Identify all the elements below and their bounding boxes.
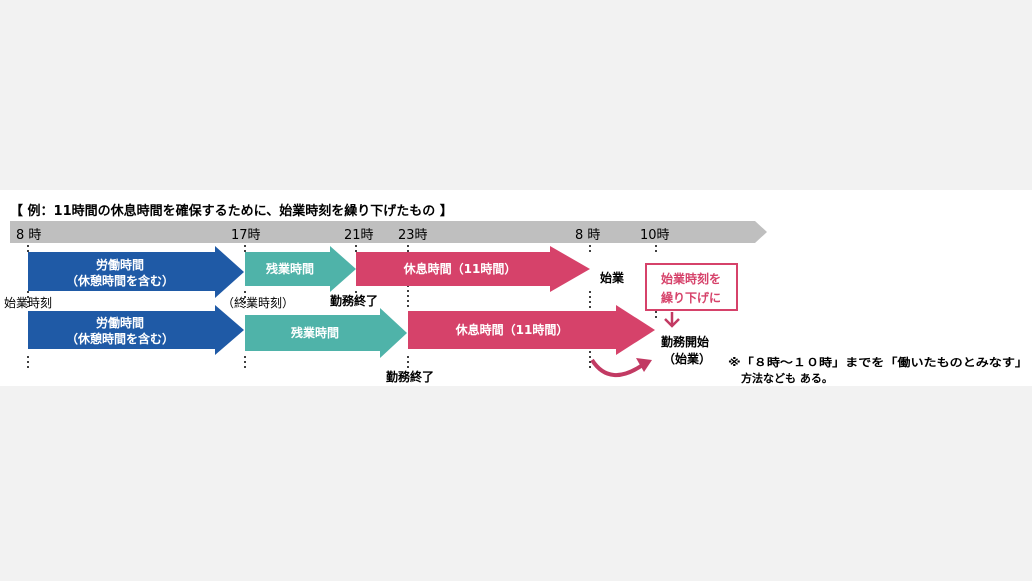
- timeline-bar: [10, 221, 767, 243]
- shift-curve-arrowhead-icon: [636, 358, 652, 372]
- work-begin-paren-label: （始業）: [663, 351, 711, 366]
- row1-start-label: 始業: [600, 270, 625, 285]
- row1-work-end-label: 勤務終了: [330, 293, 378, 308]
- tick-21: 21時: [344, 228, 374, 243]
- row2-overtime-label: 残業時間: [291, 325, 339, 340]
- row1-labor-label-2: （休憩時間を含む）: [66, 273, 174, 288]
- tick-8: 8 時: [16, 228, 41, 243]
- row1-labor-label-1: 労働時間: [96, 257, 144, 272]
- row1-overtime-arrow: [245, 246, 356, 292]
- row2-rest-label: 休息時間（11時間）: [455, 322, 569, 337]
- row2-work-end-label: 勤務終了: [386, 369, 434, 384]
- tick-23: 23時: [398, 228, 428, 243]
- row2-labor-label-2: （休憩時間を含む）: [66, 331, 174, 346]
- row1-overtime-label: 残業時間: [266, 261, 314, 276]
- row2-overtime-arrow: [245, 308, 407, 358]
- callout-line-1: 始業時刻を: [661, 271, 721, 286]
- shift-curve-arrow-icon: [590, 358, 646, 378]
- work-begin-label: 勤務開始: [661, 334, 709, 349]
- row2-labor-arrow: [28, 305, 244, 355]
- tick-17: 17時: [231, 228, 261, 243]
- work-start-time-label: 始業時刻: [4, 296, 52, 310]
- row2-labor-label-1: 労働時間: [96, 315, 144, 330]
- tick-8-next: 8 時: [575, 228, 600, 243]
- note-line-2: 方法なども ある。: [741, 371, 833, 385]
- diagram-title: 【 例：11時間の休息時間を確保するために、始業時刻を繰り下げたもの 】: [10, 203, 453, 219]
- note-line-1: ※「８時～１０時」までを「働いたものとみなす」: [728, 355, 1028, 369]
- row1-rest-label: 休息時間（11時間）: [403, 261, 517, 276]
- row2-rest-arrow: [408, 305, 655, 355]
- tick-10: 10時: [640, 228, 670, 243]
- row1-rest-arrow: [356, 246, 590, 292]
- diagram-area: 【 例：11時間の休息時間を確保するために、始業時刻を繰り下げたもの 】 8 時…: [0, 190, 1032, 386]
- work-end-time-label: （終業時刻）: [222, 295, 294, 310]
- schedule-diagram: 【 例：11時間の休息時間を確保するために、始業時刻を繰り下げたもの 】 8 時…: [4, 203, 1028, 385]
- callout-box: [645, 263, 738, 311]
- callout-down-arrow-icon: [664, 312, 680, 328]
- callout-line-2: 繰り下げに: [661, 290, 721, 305]
- row1-labor-arrow: [28, 246, 244, 298]
